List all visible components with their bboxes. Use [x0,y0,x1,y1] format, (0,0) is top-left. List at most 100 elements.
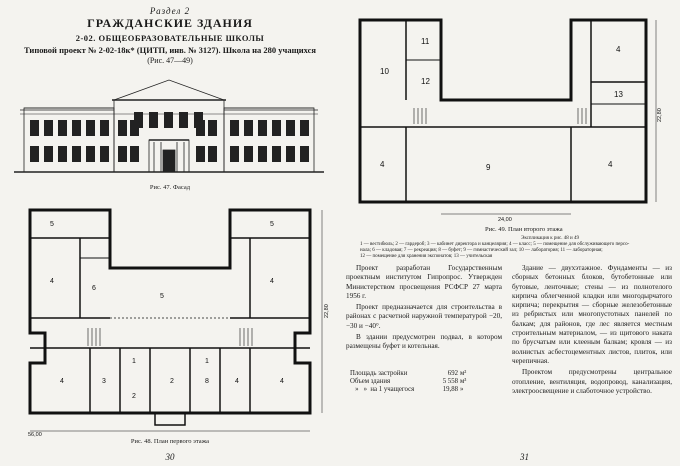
facade-window [230,120,239,136]
subsection-title: 2-02. ОБЩЕОБРАЗОВАТЕЛЬНЫЕ ШКОЛЫ [75,33,265,43]
stats-value: 5 558 [442,378,458,385]
plan2-width-dim: 24,00 [498,217,512,223]
stats-row: Объем здания 5 558 м³ [350,378,474,386]
room-label: 2 [132,393,136,400]
room-label: 4 [616,45,621,54]
facade-window [100,146,109,162]
facade-window [44,146,53,162]
room-label: 4 [50,278,54,285]
right-page: 11 10 12 4 13 4 9 4 24,00 22,80 Рис. 49. План в… [340,0,680,466]
room-label: 6 [92,285,96,292]
figure-refs: (Рис. 47—49) [147,56,193,65]
room-label: 1 [205,358,209,365]
facade-caption: Рис. 47. Фасад [149,184,191,191]
facade-window [100,120,109,136]
room-label: 4 [280,378,284,385]
room-label: 11 [421,37,430,46]
plan1-caption: Рис. 48. План первого этажа [130,438,210,445]
facade-window [272,120,281,136]
room-label: 4 [60,378,64,385]
room-label: 5 [50,221,54,228]
second-floor-plan: 11 10 12 4 13 4 9 4 24,00 22,80 [358,18,663,223]
paragraph: Здание — двухэтажное. Фундаменты — из сб… [512,264,672,365]
paragraph: Проект предназначается для строительства… [346,303,502,330]
facade-window [118,120,127,136]
facade-window [230,146,239,162]
facade-window [86,120,95,136]
plan2-caption: Рис. 49. План второго этажа [485,226,563,233]
facade-window [286,120,295,136]
room-label: 8 [205,378,209,385]
facade-window [44,120,53,136]
facade-window [258,120,267,136]
plan1-width-dim: 56,00 [28,432,42,438]
text-column-1: Проект разработан Государственным проект… [346,264,502,354]
facade-window [244,120,253,136]
facade-window [179,112,188,128]
stats-unit: » [460,386,464,393]
room-label: 4 [380,160,385,169]
legend-line: 12 — помещение для хранения экспонатов; … [360,254,493,259]
legend-line: нала; 6 — кладовая; 7 — рекреация; 8 — б… [360,248,603,253]
facade-drawing [14,79,324,173]
stats-label: » » на 1 учащегося [350,386,415,393]
facade-window [258,146,267,162]
facade-window [149,112,158,128]
room-label: 1 [132,358,136,365]
project-title: Типовой проект № 2-02-18к* (ЦИТП, инв. №… [23,45,317,55]
room-label: 5 [160,293,164,300]
room-label: 4 [270,278,274,285]
facade-window [30,120,39,136]
section-label: Раздел 2 [149,6,191,16]
stats-unit: м² [460,370,467,377]
room-label: 4 [235,378,239,385]
facade-window [118,146,127,162]
section-title: ГРАЖДАНСКИЕ ЗДАНИЯ [87,16,253,30]
facade-window [300,146,309,162]
facade-window [86,146,95,162]
facade-window [208,120,217,136]
facade-window [72,146,81,162]
stats-table: Площадь застройки 692 м² Объем здания 5 … [350,370,474,394]
paragraph: В здании предусмотрен подвал, в котором … [346,333,502,351]
stats-row: Площадь застройки 692 м² [350,370,474,378]
left-page: Раздел 2 ГРАЖДАНСКИЕ ЗДАНИЯ 2-02. ОБЩЕОБ… [14,6,330,462]
room-label: 10 [380,67,389,76]
facade-window [208,146,217,162]
facade-window [196,146,205,162]
room-label: 3 [102,378,106,385]
page-number-right: 31 [520,452,529,462]
facade-window [272,146,281,162]
paragraph: Проектом предусмотрены центральное отопл… [512,368,672,395]
facade-window [164,112,173,128]
facade-window [58,146,67,162]
text-column-2: Здание — двухэтажное. Фундаменты — из сб… [512,264,672,398]
legend-line: 1 — вестибюль; 2 — гардероб; 3 — кабинет… [360,242,630,247]
stats-label: Объем здания [350,378,391,385]
first-floor-plan: 5 4 6 5 4 4 3 1 2 2 8 4 1 5 4 56,00 22,80 [28,208,330,438]
stats-row: » » на 1 учащегося 19,88 » [350,386,474,394]
facade-window [30,146,39,162]
facade-window [286,146,295,162]
facade-window [244,146,253,162]
stats-value: 19,88 [442,386,458,393]
page-number-left: 30 [165,452,175,462]
facade-window [300,120,309,136]
legend-title: Экспликация к рис. 48 и 49 [521,236,579,241]
facade-window [194,112,203,128]
room-label: 9 [486,163,491,172]
facade-window [58,120,67,136]
stats-unit: м³ [460,378,467,385]
room-label: 12 [421,77,430,86]
stats-label: Площадь застройки [350,370,408,377]
room-label: 4 [608,160,613,169]
room-label: 2 [170,378,174,385]
facade-window [72,120,81,136]
stats-value: 692 [447,370,458,377]
legend: Экспликация к рис. 48 и 49 1 — вестибюль… [360,236,660,260]
room-label: 5 [270,221,274,228]
room-label: 13 [614,90,623,99]
plan2-height-dim: 22,80 [657,108,663,122]
facade-window [134,112,143,128]
plan1-height-dim: 22,80 [324,304,330,318]
